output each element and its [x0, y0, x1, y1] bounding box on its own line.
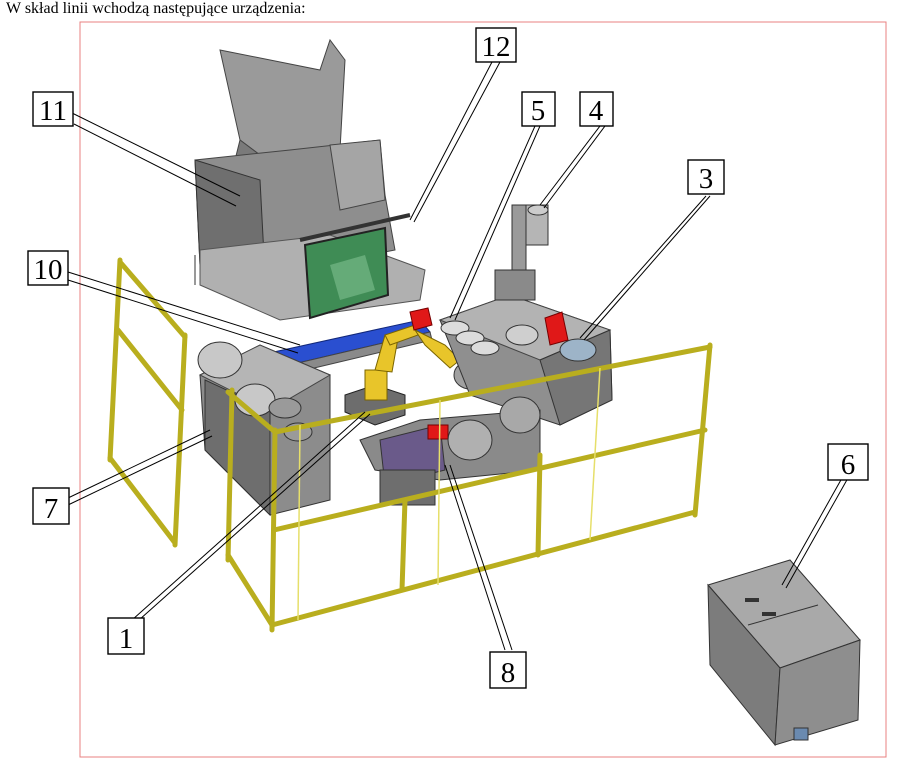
callout-6-label: 6 — [841, 449, 856, 481]
callout-10-label: 10 — [34, 254, 63, 286]
callout-3-label: 3 — [699, 163, 714, 195]
callout-6: 6 — [827, 443, 869, 481]
callout-10: 10 — [27, 250, 69, 286]
leader-lines — [67, 61, 849, 651]
callout-1: 1 — [107, 617, 145, 655]
callout-7-label: 7 — [44, 493, 59, 525]
fence-mesh — [297, 367, 601, 621]
station-3-4-5 — [438, 204, 613, 426]
callout-12-label: 12 — [482, 31, 511, 63]
callout-1-label: 1 — [119, 623, 134, 655]
guard-window — [299, 213, 411, 320]
callout-5-label: 5 — [531, 95, 546, 127]
callout-3: 3 — [687, 159, 725, 195]
callout-11-label: 11 — [39, 95, 67, 127]
figure-frame — [79, 21, 887, 758]
callout-4-label: 4 — [589, 95, 604, 127]
callout-11: 11 — [32, 91, 74, 127]
callout-7: 7 — [32, 487, 70, 525]
callout-8-label: 8 — [501, 657, 516, 689]
control-cabinet — [707, 559, 861, 747]
callout-8: 8 — [489, 651, 527, 689]
figure-heading: W skład linii wchodzą następujące urządz… — [6, 0, 306, 17]
callout-4: 4 — [579, 91, 614, 127]
callout-12: 12 — [475, 27, 517, 63]
station-7 — [197, 341, 332, 517]
callout-5: 5 — [521, 91, 556, 127]
